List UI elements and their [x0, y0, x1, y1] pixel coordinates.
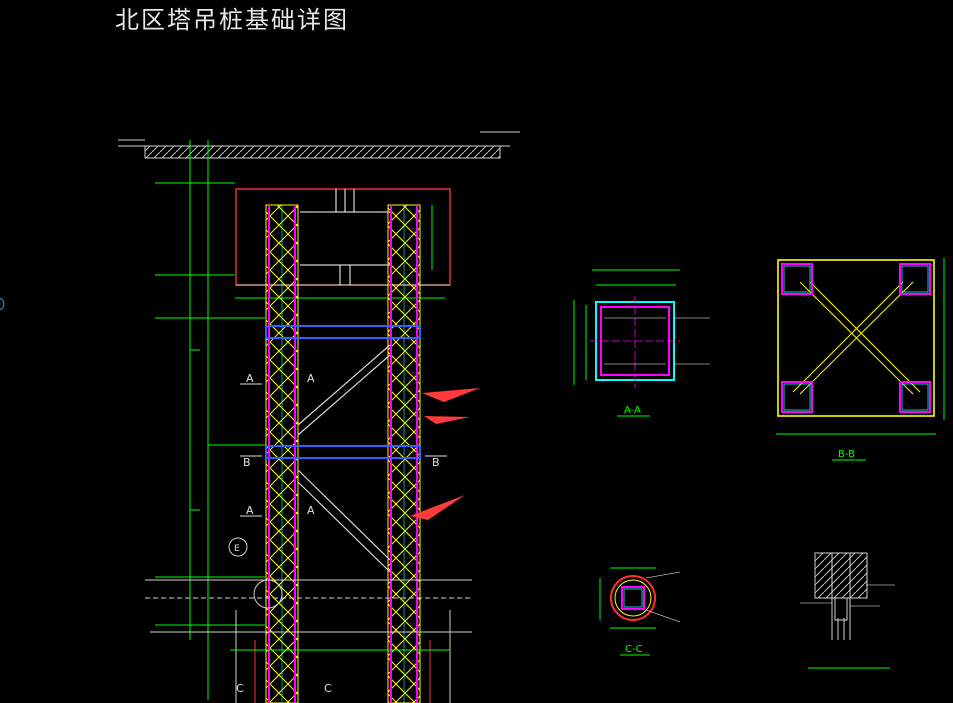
section-bb-detail: B-B — [776, 258, 945, 461]
section-cc-detail: C-C — [599, 567, 681, 656]
mark-e: E — [234, 544, 240, 554]
section-aa-detail: A-A — [573, 269, 710, 417]
arrow-1 — [422, 388, 480, 402]
drawing-title: 北区塔吊桩基础详图 — [115, 6, 349, 34]
base-slab — [145, 537, 472, 703]
section-cut-lines — [240, 383, 447, 517]
horizontal-ties — [265, 325, 421, 459]
red-arrows — [410, 388, 480, 520]
elevation-section-marks: A A B B A A C C E — [234, 372, 440, 695]
mark-a-left-2: A — [246, 504, 254, 517]
arrow-2 — [424, 416, 470, 424]
mark-a-mid-2: A — [307, 504, 315, 517]
left-edge-mark — [0, 297, 5, 311]
section-cc-title: C-C — [625, 644, 643, 655]
mark-a-mid: A — [307, 372, 315, 385]
ground-strip — [118, 131, 520, 159]
arrow-3 — [410, 495, 465, 520]
mark-c-left: C — [236, 682, 244, 695]
left-dimension-chain — [155, 140, 265, 700]
mark-c-right: C — [324, 682, 332, 695]
right-lattice-column — [387, 204, 421, 703]
section-bb-title: B-B — [838, 449, 855, 460]
section-aa-title: A-A — [624, 405, 641, 416]
left-lattice-column — [265, 204, 299, 703]
diagonal-braces — [297, 344, 391, 573]
stiffener-detail — [800, 552, 895, 669]
mark-b-right: B — [432, 456, 440, 469]
mark-b-left: B — [243, 456, 251, 469]
mark-a-left: A — [246, 372, 254, 385]
